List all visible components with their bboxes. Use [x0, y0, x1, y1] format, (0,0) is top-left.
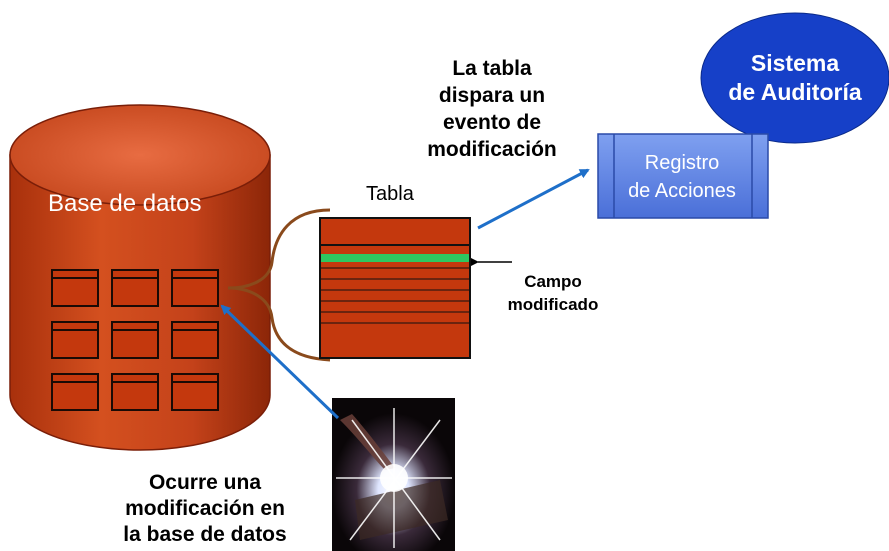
- db-table-icon: [171, 269, 219, 307]
- audit-system-line2: de Auditoría: [728, 79, 862, 105]
- zoomed-table: [319, 217, 471, 359]
- event-note-line1: Ocurre una: [149, 471, 261, 494]
- field-note-line1: Campo: [524, 272, 582, 291]
- audit-system-line1: Sistema: [751, 50, 839, 76]
- registry-line1: Registro: [645, 152, 719, 174]
- trigger-note-line4: modificación: [427, 138, 557, 161]
- registry-line2: de Acciones: [628, 180, 736, 202]
- event-note-line3: la base de datos: [123, 523, 286, 546]
- trigger-note-line1: La tabla: [452, 57, 532, 80]
- modified-field-row: [321, 254, 469, 262]
- db-table-icon: [171, 373, 219, 411]
- field-note-line2: modificado: [508, 295, 599, 314]
- audit-system-node: Sistema de Auditoría: [700, 12, 889, 144]
- database-cylinder: Base de datos: [9, 104, 271, 451]
- registry-node: Registro de Acciones: [597, 133, 769, 219]
- db-table-icon: [111, 373, 159, 411]
- table-to-registry-arrow: [477, 168, 590, 230]
- db-table-icon: [51, 321, 99, 359]
- table-label: Tabla: [366, 183, 415, 205]
- trigger-note-line3: evento de: [443, 111, 541, 134]
- zoom-brace: [227, 208, 331, 362]
- db-table-icon: [171, 321, 219, 359]
- database-label: Base de datos: [48, 190, 201, 217]
- event-to-database-arrow: [220, 304, 340, 420]
- database-table-grid: [51, 269, 219, 411]
- trigger-note-line2: dispara un: [439, 84, 545, 107]
- db-table-icon: [111, 269, 159, 307]
- db-table-icon: [51, 269, 99, 307]
- db-table-icon: [51, 373, 99, 411]
- db-table-icon: [111, 321, 159, 359]
- event-note-line2: modificación en: [125, 497, 285, 520]
- keyboard-flash-photo: [332, 398, 455, 551]
